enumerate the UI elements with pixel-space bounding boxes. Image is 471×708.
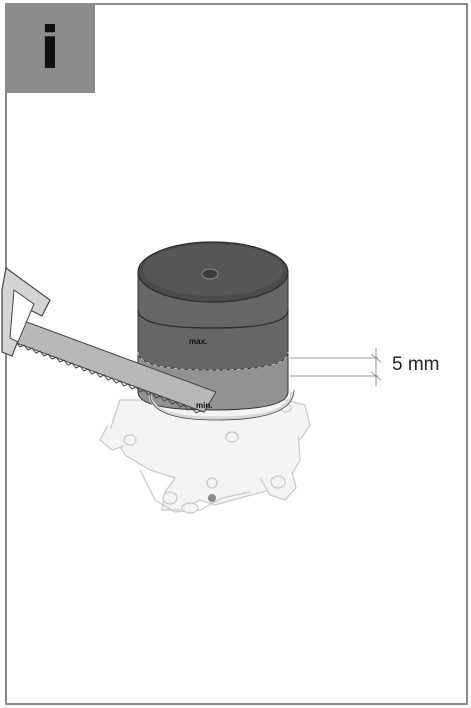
valve-base-housing	[99, 399, 311, 514]
dimension-label: 5 mm	[392, 354, 440, 375]
cap-center-hole	[201, 268, 219, 280]
hacksaw	[1, 266, 217, 414]
base-screw	[208, 494, 216, 502]
info-icon: i	[40, 14, 60, 82]
cap-marking-min: min.	[196, 401, 213, 410]
protective-cap	[137, 241, 295, 421]
info-tab: i	[5, 3, 95, 93]
saw-teeth	[7, 339, 205, 414]
cap-marking-max: max.	[189, 337, 208, 346]
base-ring	[148, 391, 294, 420]
dimension-marker	[290, 348, 382, 386]
